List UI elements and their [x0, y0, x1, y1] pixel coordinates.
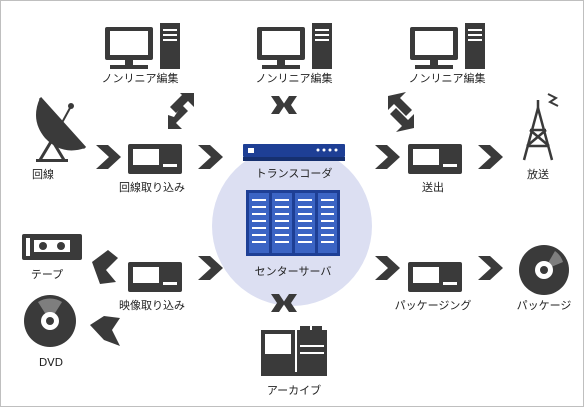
label-send-out: 送出	[422, 181, 444, 194]
arrow-line-to-ingest	[96, 145, 121, 169]
label-package: パッケージ	[516, 299, 572, 312]
arrow-center-to-packaging	[375, 256, 400, 280]
arrow-nle-right	[388, 92, 414, 132]
arrow-sendout-to-broadcast	[478, 145, 503, 169]
deck-icon-send-out	[408, 144, 462, 174]
label-center-server: センターサーバ	[254, 265, 332, 278]
deck-icon-line-ingest	[128, 144, 182, 174]
arrow-videoingest-to-center	[198, 256, 223, 280]
workstation-icon-center	[257, 23, 332, 69]
transcoder-icon	[243, 144, 345, 161]
workstation-icon-left	[105, 23, 180, 69]
arrow-dvd-to-ingest	[90, 316, 120, 346]
arrow-center-to-sendout	[375, 145, 400, 169]
label-archive: アーカイブ	[266, 384, 322, 397]
label-dvd: DVD	[38, 356, 64, 369]
tape-icon	[22, 234, 82, 260]
label-transcoder: トランスコーダ	[255, 167, 333, 180]
label-packaging: パッケージング	[394, 299, 472, 312]
arrow-ingest-to-center	[198, 145, 223, 169]
label-broadcast: 放送	[527, 168, 549, 181]
arrow-nle-center	[271, 96, 297, 114]
label-nle-right: ノンリニア編集	[408, 72, 486, 85]
label-nle-left: ノンリニア編集	[101, 72, 179, 85]
arrow-packaging-to-package	[478, 256, 503, 280]
broadcast-tower-icon	[522, 93, 559, 161]
archive-library-icon	[261, 326, 327, 376]
dvd-disc-icon	[24, 295, 76, 347]
deck-icon-video-ingest	[128, 262, 182, 292]
package-disc-icon	[519, 245, 569, 295]
arrow-tape-to-ingest	[92, 250, 118, 284]
label-line-ingest: 回線取り込み	[119, 181, 185, 194]
label-line: 回線	[32, 168, 54, 181]
arrow-archive-center	[271, 294, 297, 312]
label-video-ingest: 映像取り込み	[119, 299, 185, 312]
label-tape: テープ	[30, 268, 64, 281]
arrow-nle-left	[168, 93, 194, 129]
label-nle-center: ノンリニア編集	[255, 72, 333, 85]
satellite-dish-icon	[36, 96, 87, 162]
server-rack-icon	[246, 190, 340, 256]
deck-icon-packaging	[408, 262, 462, 292]
workstation-icon-right	[410, 23, 485, 69]
